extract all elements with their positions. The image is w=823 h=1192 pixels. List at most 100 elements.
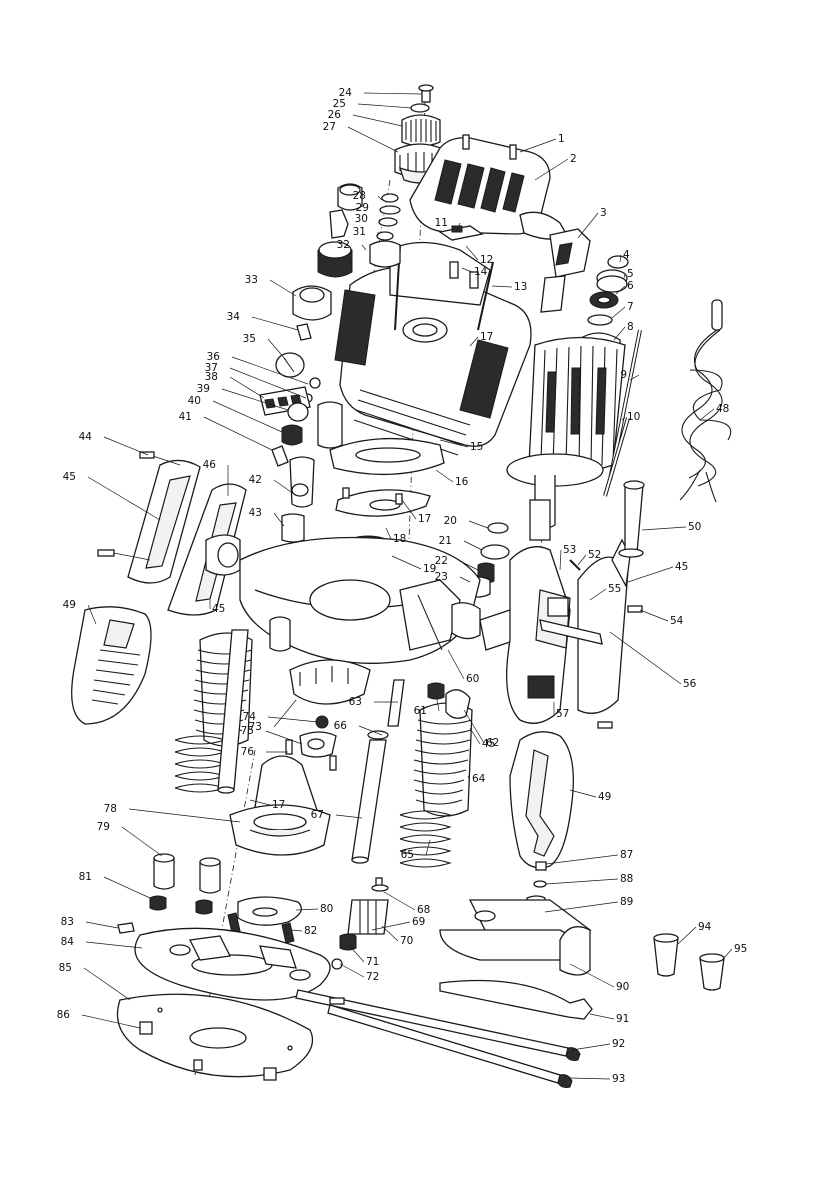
motor-housing <box>335 243 531 456</box>
part-callout-label: 90 <box>616 981 629 993</box>
leader-line <box>86 922 118 928</box>
part-callout-label: 89 <box>620 896 633 908</box>
part-callout-label: 11 <box>435 217 448 229</box>
part-callout-label: 2 <box>570 153 577 165</box>
part-callout-label: 93 <box>612 1073 625 1085</box>
router-base-casting <box>240 538 517 664</box>
part-callout-label: 91 <box>616 1013 629 1025</box>
leader-line <box>520 139 556 152</box>
leader-line <box>642 527 686 530</box>
leader-line <box>104 437 148 455</box>
part-callout-label: 62 <box>486 737 499 749</box>
part-callout-label: 95 <box>734 943 747 955</box>
part-callout-label: 50 <box>688 521 701 533</box>
leader-line <box>86 942 142 948</box>
part-callout-label: 17 <box>418 513 431 525</box>
part-callout-label: 94 <box>698 921 712 933</box>
part-callout-label: 45 <box>675 561 688 573</box>
leader-line <box>436 470 453 482</box>
part-callout-label: 38 <box>205 371 218 383</box>
part-callout-label: 86 <box>57 1009 71 1021</box>
part-callout-label: 15 <box>470 441 483 453</box>
leader-line <box>353 115 402 126</box>
part-callout-label: 76 <box>241 746 255 758</box>
part-callout-label: 3 <box>600 207 607 219</box>
part-callout-label: 53 <box>563 544 576 556</box>
part-callout-label: 17 <box>272 799 285 811</box>
leader-line <box>722 949 732 960</box>
leader-line <box>362 245 366 250</box>
part-callout-label: 82 <box>304 925 317 937</box>
leader-line <box>268 717 318 722</box>
motor-armature <box>507 338 625 541</box>
part-callout-label: 66 <box>334 720 348 732</box>
turret-stop-parts <box>332 878 388 969</box>
part-callout-label: 69 <box>412 916 425 928</box>
part-callout-label: 5 <box>627 268 634 280</box>
part-callout-label: 67 <box>311 809 324 821</box>
leader-line <box>384 892 415 910</box>
part-callout-label: 72 <box>366 971 379 983</box>
chip-deflector <box>286 660 370 770</box>
part-callout-label: 13 <box>514 281 527 293</box>
leader-line <box>700 409 714 420</box>
part-callout-label: 44 <box>79 431 93 443</box>
part-callout-label: 8 <box>627 321 634 333</box>
part-callout-label: 49 <box>598 791 611 803</box>
leader-line <box>252 317 298 330</box>
part-callout-label: 80 <box>320 903 333 915</box>
part-callout-label: 34 <box>227 311 241 323</box>
part-callout-label: 6 <box>627 280 634 292</box>
part-callout-label: 30 <box>355 213 368 225</box>
leader-line <box>129 809 240 822</box>
part-callout-label: 1 <box>558 133 565 145</box>
part-callout-label: 61 <box>414 705 427 717</box>
switch-assembly <box>541 229 590 312</box>
right-bellows <box>400 703 472 867</box>
leader-line <box>560 550 561 570</box>
part-callout-label: 32 <box>337 239 350 251</box>
leader-line <box>492 286 512 287</box>
part-callout-label: 48 <box>716 403 729 415</box>
leader-line <box>88 477 160 520</box>
part-callout-label: 7 <box>627 301 634 313</box>
leader-line <box>84 968 130 1000</box>
part-callout-label: 71 <box>366 956 379 968</box>
part-callout-label: 46 <box>203 459 217 471</box>
leader-line <box>104 877 150 898</box>
part-callout-label: 92 <box>612 1038 625 1050</box>
leader-line <box>266 731 302 744</box>
leader-line <box>292 930 302 931</box>
part-callout-label: 33 <box>245 274 258 286</box>
part-callout-label: 81 <box>79 871 92 883</box>
part-callout-label: 39 <box>197 383 210 395</box>
leader-line <box>386 528 391 539</box>
part-callout-label: 23 <box>435 571 448 583</box>
leader-line <box>448 650 464 679</box>
part-callout-label: 21 <box>439 535 452 547</box>
right-handle-assembly <box>507 540 642 728</box>
leader-line <box>546 879 618 884</box>
leader-line <box>628 567 673 582</box>
leader-line <box>204 417 272 450</box>
leader-line <box>230 377 264 398</box>
part-callout-label: 31 <box>353 226 366 238</box>
part-callout-label: 43 <box>249 507 262 519</box>
part-callout-label: 88 <box>620 873 633 885</box>
part-callout-label: 26 <box>328 109 342 121</box>
adjuster-collar <box>370 194 400 267</box>
part-callout-label: 52 <box>588 549 601 561</box>
part-callout-label: 14 <box>474 266 488 278</box>
leader-line <box>614 327 625 340</box>
part-callout-label: 18 <box>393 533 406 545</box>
part-callout-label: 12 <box>480 254 493 266</box>
part-callout-label: 17 <box>480 331 493 343</box>
part-callout-label: 60 <box>466 673 479 685</box>
part-callout-label: 20 <box>444 515 457 527</box>
leader-line <box>340 964 364 977</box>
power-cord <box>680 300 731 502</box>
part-callout-label: 28 <box>353 190 366 202</box>
part-callout-label: 68 <box>417 904 430 916</box>
part-callout-label: 78 <box>104 803 117 815</box>
